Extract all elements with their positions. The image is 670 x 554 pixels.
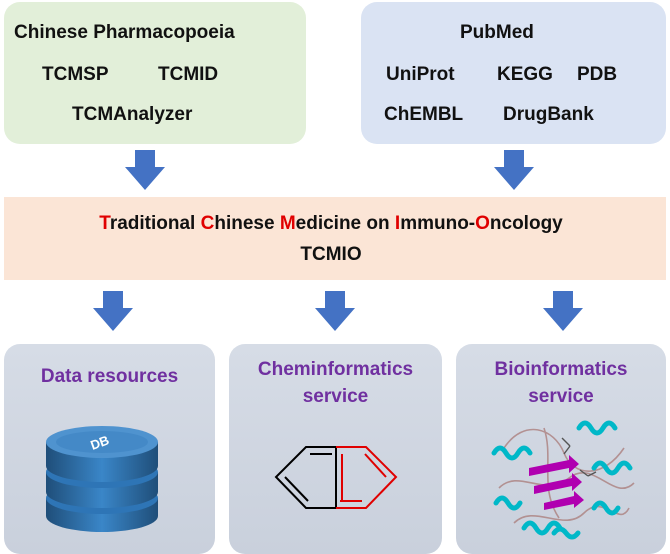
db-label: DB [88,432,111,453]
down-arrow-icon [315,291,355,331]
title-text: hinese [214,213,280,234]
source-pubmed: PubMed [460,22,534,43]
naphthalene-structure-icon [274,446,398,509]
source-uniprot: UniProt [386,64,455,85]
title-text: ncology [489,213,563,234]
source-pdb: PDB [577,64,618,85]
down-arrow-icon [543,291,583,331]
source-drugbank: DrugBank [503,104,594,125]
cheminformatics-subtitle: service [302,386,369,407]
source-tcmanalyzer: TCMAnalyzer [72,104,193,125]
title-initial: M [279,213,296,234]
bioinformatics-subtitle: service [528,386,594,407]
bio-sources-box [361,2,666,144]
tcmio-acronym: TCMIO [300,244,362,265]
title-text: raditional [109,213,201,234]
database-icon: DB [46,426,158,532]
bioinformatics-title: Bioinformatics [494,359,628,380]
source-tcmsp: TCMSP [42,64,109,85]
title-initial: T [99,213,110,234]
source-tcmid: TCMID [158,64,219,85]
down-arrow-icon [125,150,165,190]
tcmio-full-title: Traditional Chinese Medicine on Immuno-O… [0,213,662,235]
title-text: mmuno- [400,213,476,234]
source-chembl: ChEMBL [384,104,464,125]
source-kegg: KEGG [497,64,553,85]
bioinformatics-card [456,344,666,554]
down-arrow-icon [494,150,534,190]
title-initial: I [394,213,401,234]
data-resources-title: Data resources [40,366,179,387]
cheminformatics-title: Cheminformatics [257,359,414,380]
tcm-sources-box [4,2,306,144]
tcmio-banner [4,197,666,280]
protein-structure-icon [491,420,635,540]
title-initial: O [475,213,490,234]
title-initial: C [200,213,215,234]
source-chinese-pharmacopoeia: Chinese Pharmacopoeia [14,22,235,43]
down-arrow-icon [93,291,133,331]
title-text: edicine on [295,213,395,234]
